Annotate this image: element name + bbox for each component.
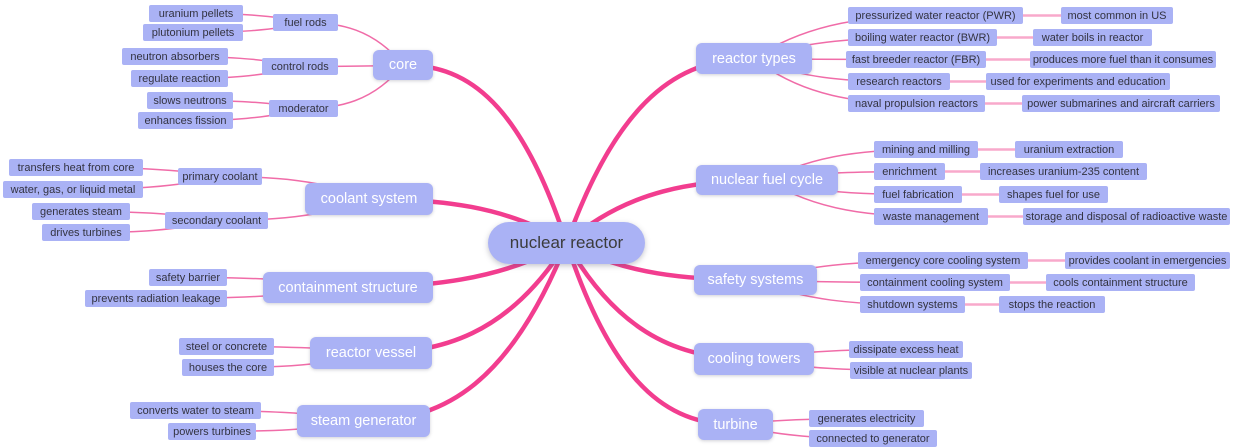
node-houses[interactable]: houses the core [182,359,274,376]
node-ccs[interactable]: containment cooling system [860,274,1010,291]
node-common[interactable]: most common in US [1061,7,1173,24]
node-secondarycool[interactable]: secondary coolant [165,212,268,229]
node-safety[interactable]: safety systems [694,265,817,295]
node-gensteam[interactable]: generates steam [32,203,130,220]
node-steamgen[interactable]: steam generator [297,405,430,437]
node-moderator[interactable]: moderator [269,100,338,117]
node-pwr[interactable]: pressurized water reactor (PWR) [848,7,1023,24]
node-fuelrods[interactable]: fuel rods [273,14,338,31]
edge-root-types [564,56,757,246]
node-storage[interactable]: storage and disposal of radioactive wast… [1023,208,1230,225]
node-drives[interactable]: drives turbines [42,224,130,241]
node-root[interactable]: nuclear reactor [488,222,645,264]
node-eccs[interactable]: emergency core cooling system [858,252,1028,269]
node-regulate[interactable]: regulate reaction [131,70,228,87]
node-transfers[interactable]: transfers heat from core [9,159,143,176]
node-enrichment[interactable]: enrichment [874,163,945,180]
node-uranium[interactable]: uranium pellets [149,5,243,22]
node-boils[interactable]: water boils in reactor [1033,29,1152,46]
node-plutonium[interactable]: plutonium pellets [143,24,243,41]
node-safetybarrier[interactable]: safety barrier [149,269,227,286]
node-enhances[interactable]: enhances fission [138,112,233,129]
node-fbr[interactable]: fast breeder reactor (FBR) [846,51,986,68]
node-prevents[interactable]: prevents radiation leakage [85,290,227,307]
node-experiments[interactable]: used for experiments and education [986,73,1170,90]
node-connected[interactable]: connected to generator [809,430,937,447]
node-controlrods[interactable]: control rods [262,58,338,75]
node-fabrication[interactable]: fuel fabrication [874,186,962,203]
node-steel[interactable]: steel or concrete [179,338,274,355]
node-submarines[interactable]: power submarines and aircraft carriers [1022,95,1220,112]
node-powers[interactable]: powers turbines [168,423,256,440]
edge-root-steamgen [361,240,569,424]
node-increases[interactable]: increases uranium-235 content [980,163,1147,180]
node-vessel[interactable]: reactor vessel [310,337,432,369]
node-converts[interactable]: converts water to steam [130,402,261,419]
node-extraction[interactable]: uranium extraction [1015,141,1123,158]
node-coolant[interactable]: coolant system [305,183,433,215]
node-primarycool[interactable]: primary coolant [178,168,262,185]
node-research[interactable]: research reactors [848,73,950,90]
node-naval[interactable]: naval propulsion reactors [848,95,985,112]
node-providescool[interactable]: provides coolant in emergencies [1065,252,1230,269]
node-neutronabs[interactable]: neutron absorbers [122,48,228,65]
node-stops[interactable]: stops the reaction [999,296,1105,313]
node-cooling[interactable]: cooling towers [694,343,814,375]
node-shapes[interactable]: shapes fuel for use [999,186,1108,203]
node-fuelcycle[interactable]: nuclear fuel cycle [696,165,838,195]
node-dissipate[interactable]: dissipate excess heat [849,341,963,358]
node-bwr[interactable]: boiling water reactor (BWR) [848,29,997,46]
node-visible[interactable]: visible at nuclear plants [850,362,972,379]
node-containment[interactable]: containment structure [263,272,433,303]
node-cools[interactable]: cools containment structure [1046,274,1195,291]
node-mining[interactable]: mining and milling [874,141,978,158]
node-turbine[interactable]: turbine [698,409,773,440]
node-waste[interactable]: waste management [874,208,988,225]
node-genelec[interactable]: generates electricity [809,410,924,427]
node-core[interactable]: core [373,50,433,80]
node-produces[interactable]: produces more fuel than it consumes [1030,51,1216,68]
node-types[interactable]: reactor types [696,43,812,74]
node-watergas[interactable]: water, gas, or liquid metal [3,181,143,198]
edge-root-core [400,62,569,246]
node-slows[interactable]: slows neutrons [147,92,233,109]
node-shutdown[interactable]: shutdown systems [860,296,965,313]
